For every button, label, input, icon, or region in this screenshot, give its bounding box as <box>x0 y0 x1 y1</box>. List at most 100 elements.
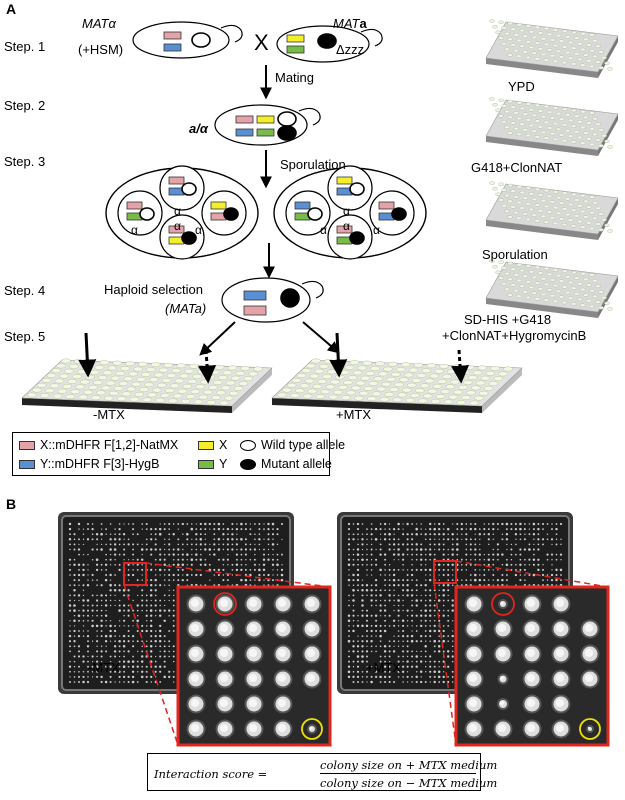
dip-chrom-green <box>256 128 275 137</box>
sdhis-plate <box>485 259 619 318</box>
hap-chrom-blue <box>243 290 267 301</box>
dip-wild-type-allele <box>277 111 297 127</box>
tetrad-left-spore1-allele <box>181 182 197 196</box>
legend-label-x: X <box>219 438 228 452</box>
ypd-plate <box>485 19 619 78</box>
legend-swatch-pink <box>19 441 35 450</box>
photo-label-minus-mtx: -MTX <box>88 660 120 675</box>
haploid-selection-label: Haploid selection <box>104 282 204 297</box>
minus-mtx-zoom-line-top <box>145 562 331 588</box>
spore-alpha-label-8: α <box>343 219 350 233</box>
tetrad-left-spore1-chrom1 <box>168 176 185 185</box>
minus-mtx-zoom-line-bottom <box>123 584 179 746</box>
minus-mtx-zoom-inset <box>176 585 332 747</box>
bottom-plate-label-minus-mtx: -MTX <box>93 407 125 422</box>
dip-mutant-allele <box>277 125 297 141</box>
dip-chrom-pink <box>235 115 254 124</box>
cell1-chrom-pink <box>163 31 182 40</box>
mat-alpha-cell <box>132 21 243 59</box>
tetrad-left-spore2-allele <box>139 207 155 221</box>
diploid-cell <box>214 104 321 146</box>
dip-chrom-yellow <box>256 115 275 124</box>
hap-chrom-pink <box>243 305 267 316</box>
tetrad-right-spore1-allele <box>349 182 365 196</box>
haploid-selected-cell <box>221 277 324 323</box>
legend-swatch-blue <box>19 460 35 469</box>
legend-label-wild-type: Wild type allele <box>261 438 346 452</box>
tetrad-left-spore4-chrom1 <box>168 225 185 234</box>
plus-mtx-selection-box <box>433 560 457 584</box>
tetrad-right-spore4-chrom1 <box>336 225 353 234</box>
formula-lhs: Interaction score = <box>154 767 268 781</box>
mat-a-label: MATa <box>333 16 367 31</box>
plus-mtx-yellow-circle <box>579 718 601 740</box>
step-3-label: Step. 3 <box>4 154 46 169</box>
plate-label-sporulation: Sporulation <box>482 247 548 262</box>
deletion-label: Δzzz <box>336 42 365 57</box>
wild-type-allele-icon <box>240 440 256 451</box>
plate-label-sdhis-line2: +ClonNAT+HygromycinB <box>442 328 587 343</box>
mat-alpha-label: MATα <box>82 16 116 31</box>
tetrad-right-spore3-allele <box>391 207 407 221</box>
tetrad-left-spore4-allele <box>181 231 197 245</box>
plate-label-g418: G418+ClonNAT <box>471 160 563 175</box>
step-4-label: Step. 4 <box>4 283 46 298</box>
sporulation-label: Sporulation <box>280 157 346 172</box>
diploid-label: a/α <box>189 121 208 136</box>
tetrad-left-spore2-chrom1 <box>126 201 143 210</box>
legend-swatch-green <box>198 460 214 469</box>
minus-mtx-plate <box>21 358 273 413</box>
spore-alpha-label-1: α <box>131 223 138 237</box>
spore-alpha-label-4: α <box>174 219 181 233</box>
minus-mtx-yellow-circle <box>301 718 323 740</box>
legend-label-y-dhfr: Y::mDHFR F[3]-HygB <box>40 457 160 471</box>
arrow-to-minus-mtx <box>199 321 236 356</box>
bottom-plate-label-plus-mtx: +MTX <box>336 407 372 422</box>
cell2-mutant-allele <box>317 33 337 49</box>
tetrad-right-spore2-chrom1 <box>294 201 311 210</box>
pin-arrow-plus-solid <box>329 332 348 378</box>
spore-alpha-label-2: α <box>195 223 202 237</box>
step-5-label: Step. 5 <box>4 329 46 344</box>
g418-plate <box>485 97 619 156</box>
tetrad-left-spore3-allele <box>223 207 239 221</box>
dip-chrom-blue <box>235 128 254 137</box>
step-2-label: Step. 2 <box>4 98 46 113</box>
pin-arrow-minus-solid <box>78 332 97 378</box>
cell2-chrom-yellow <box>286 34 305 43</box>
cell1-chrom-blue <box>163 43 182 52</box>
spore-alpha-label-5: α <box>320 223 327 237</box>
hap-mutant-allele <box>280 288 300 308</box>
mat-a-selected-label: (MATa) <box>165 301 207 316</box>
pin-arrow-minus-dashed <box>198 349 217 384</box>
spore-alpha-label-6: α <box>373 223 380 237</box>
photo-label-plus-mtx: +MTX <box>366 660 402 675</box>
formula-numerator: colony size on + MTX medium <box>320 758 498 772</box>
spore-alpha-label-7: α <box>343 204 350 218</box>
mutant-allele-icon <box>240 459 256 470</box>
cross-symbol: X <box>254 30 269 55</box>
plus-mtx-red-circle <box>491 592 515 616</box>
plus-mtx-zoom-inset <box>454 585 610 747</box>
tetrad-right-spore4-allele <box>349 231 365 245</box>
interaction-score-formula: Interaction score = colony size on + MTX… <box>147 753 498 791</box>
legend: X::mDHFR F[1,2]-NatMX Y::mDHFR F[3]-HygB… <box>12 432 345 476</box>
legend-label-y: Y <box>219 457 228 471</box>
panel-a-label: A <box>6 1 17 17</box>
legend-label-x-dhfr: X::mDHFR F[1,2]-NatMX <box>40 438 179 452</box>
legend-label-mutant: Mutant allele <box>261 457 332 471</box>
tetrad-left-spore3-chrom1 <box>210 201 227 210</box>
minus-mtx-selection-box <box>123 562 147 586</box>
minus-mtx-red-circle <box>213 592 237 616</box>
sporulation-plate <box>485 181 619 240</box>
plate-label-sdhis-line1: SD-HIS +G418 <box>464 312 552 327</box>
plus-mtx-zoom-line-bottom <box>433 582 457 746</box>
spore-alpha-label-3: α <box>174 204 181 218</box>
formula-denominator: colony size on − MTX medium <box>320 776 498 790</box>
plate-label-ypd: YPD <box>508 79 535 94</box>
step-1-label: Step. 1 <box>4 39 46 54</box>
legend-swatch-yellow <box>198 441 214 450</box>
tetrad-right-spore1-chrom1 <box>336 176 353 185</box>
tetrad-right-spore3-chrom1 <box>378 201 395 210</box>
